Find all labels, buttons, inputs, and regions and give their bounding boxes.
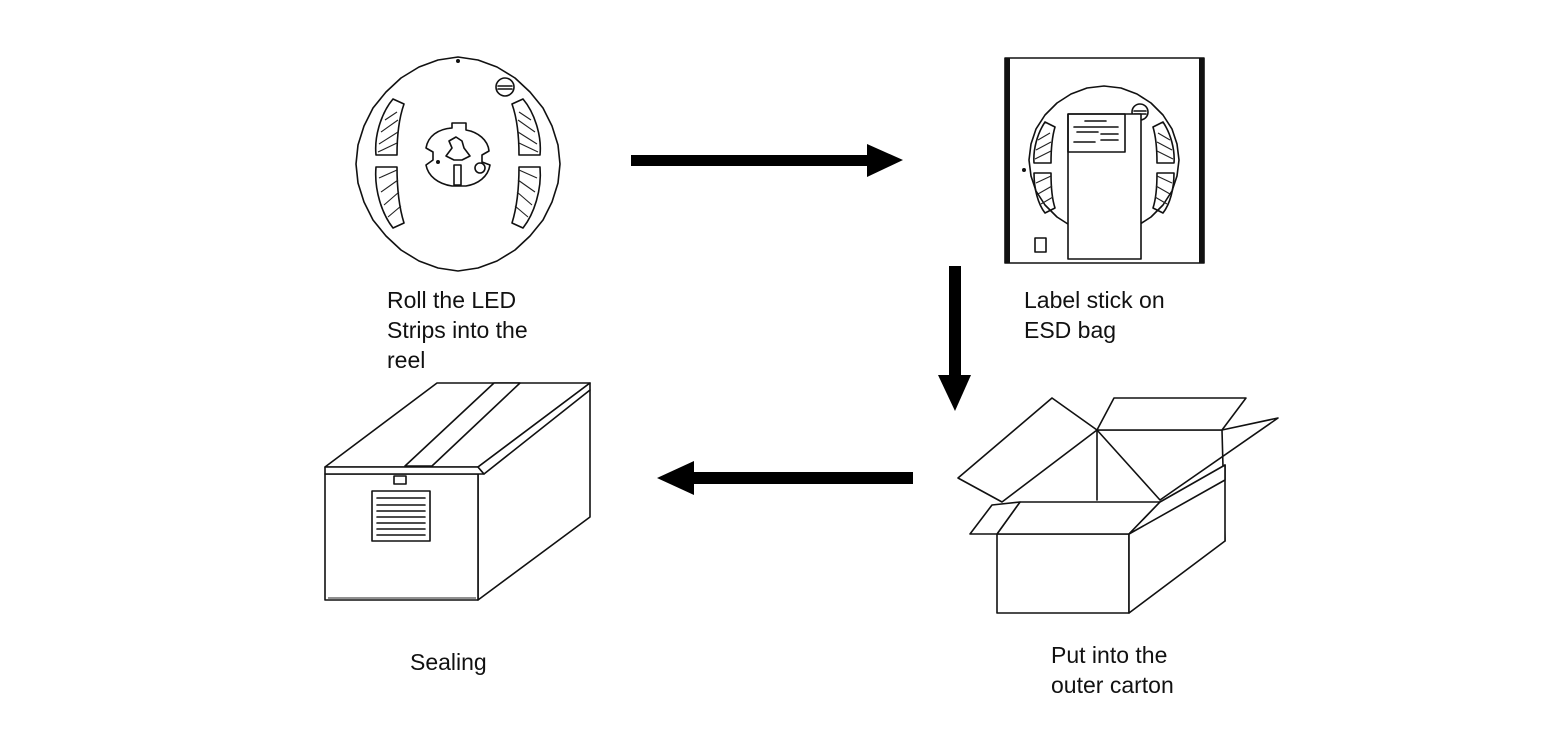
caption-line: Sealing: [410, 649, 487, 675]
caption-step-2: Label stick on ESD bag: [1024, 285, 1165, 345]
caption-step-4: Sealing: [410, 647, 487, 677]
caption-line: Strips into the: [387, 317, 528, 343]
esd-bag-with-label-icon: [1004, 57, 1205, 264]
arrow-right: [631, 144, 903, 177]
led-strip-reel-icon: [355, 56, 561, 272]
arrow-down: [938, 266, 971, 411]
caption-line: outer carton: [1051, 672, 1174, 698]
caption-step-1: Roll the LED Strips into the reel: [387, 285, 528, 375]
caption-step-3: Put into the outer carton: [1051, 640, 1174, 700]
open-carton-icon: [957, 397, 1279, 614]
arrow-left: [657, 461, 913, 495]
caption-line: reel: [387, 347, 426, 373]
caption-line: ESD bag: [1024, 317, 1117, 343]
caption-line: Put into the: [1051, 642, 1168, 668]
caption-line: Roll the LED: [387, 287, 517, 313]
caption-line: Label stick on: [1024, 287, 1165, 313]
sealed-carton-icon: [324, 382, 591, 601]
